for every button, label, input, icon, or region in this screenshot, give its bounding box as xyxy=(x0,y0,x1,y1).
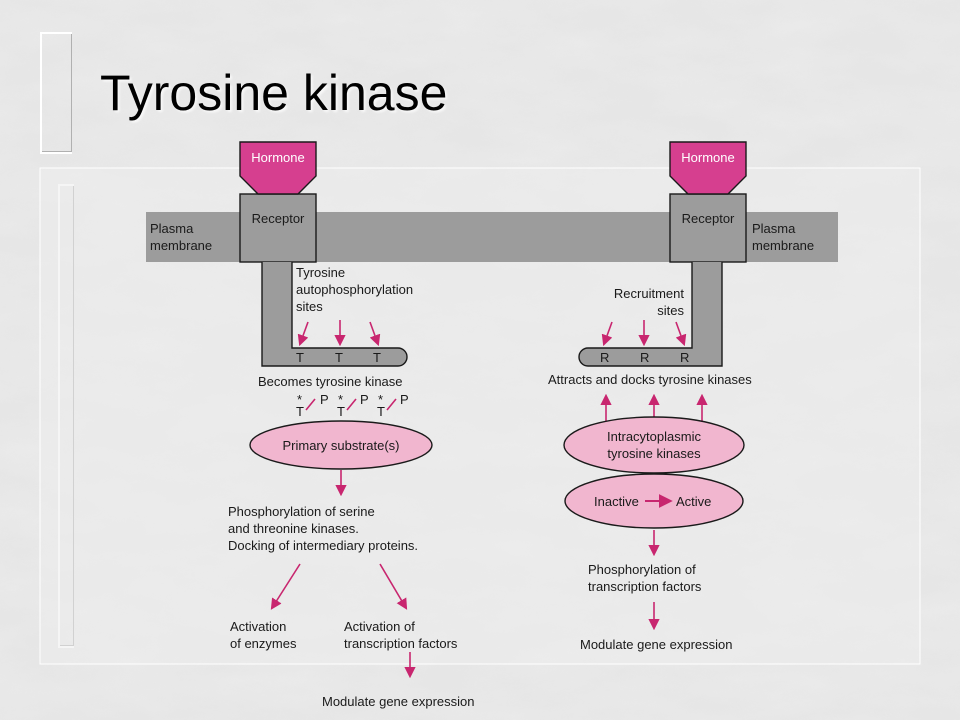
recruit-arrow-1 xyxy=(601,321,613,347)
primary-substrate-label: Primary substrate(s) xyxy=(282,438,399,453)
phospho-star-3: * xyxy=(378,392,383,407)
left-hormone-label: Hormone xyxy=(251,150,304,165)
right-phosphorylation-2: transcription factors xyxy=(588,579,702,594)
enzymes-arrow xyxy=(270,563,301,610)
right-hormone xyxy=(669,141,747,195)
left-membrane-label-1: Plasma xyxy=(150,221,194,236)
sites-label-1: Tyrosine xyxy=(296,265,345,280)
active-label: Active xyxy=(676,494,711,509)
activation-enzymes-2: of enzymes xyxy=(230,636,297,651)
left-phosphorylation-2: and threonine kinases. xyxy=(228,521,359,536)
becomes-tyrosine-kinase-label: Becomes tyrosine kinase xyxy=(258,374,403,389)
left-hormone xyxy=(239,141,317,195)
left-receptor xyxy=(239,193,408,367)
activation-tf-2: transcription factors xyxy=(344,636,458,651)
site-r-1: R xyxy=(600,350,609,365)
left-modulate-label: Modulate gene expression xyxy=(322,694,475,709)
phospho-row: * * * T T T P P P xyxy=(296,392,409,419)
site-arrow-3 xyxy=(369,321,381,347)
right-receptor-label: Receptor xyxy=(682,211,735,226)
sites-label-2: autophosphorylation xyxy=(296,282,413,297)
attracts-label: Attracts and docks tyrosine kinases xyxy=(548,372,752,387)
site-t-3: T xyxy=(373,350,381,365)
slide-title: Tyrosine kinase xyxy=(100,65,448,121)
left-phosphorylation-3: Docking of intermediary proteins. xyxy=(228,538,418,553)
activation-tf-1: Activation of xyxy=(344,619,415,634)
tf-arrow xyxy=(379,563,408,610)
title-bracket xyxy=(40,32,72,154)
phospho-bond-1 xyxy=(305,398,316,411)
site-r-2: R xyxy=(640,350,649,365)
left-phosphorylation-1: Phosphorylation of serine xyxy=(228,504,375,519)
recruit-label-2: sites xyxy=(657,303,684,318)
site-t-1: T xyxy=(296,350,304,365)
intracytoplasmic-ellipse xyxy=(563,416,745,474)
phospho-p-1: P xyxy=(320,392,329,407)
intracyto-label-2: tyrosine kinases xyxy=(607,446,701,461)
right-hormone-label: Hormone xyxy=(681,150,734,165)
phospho-star-2: * xyxy=(338,392,343,407)
right-modulate-label: Modulate gene expression xyxy=(580,637,733,652)
primary-substrate-ellipse xyxy=(249,420,433,470)
phospho-bond-2 xyxy=(346,398,357,411)
phospho-t-2: T xyxy=(337,404,345,419)
phospho-bond-3 xyxy=(386,398,397,411)
site-arrow-1 xyxy=(297,321,309,347)
right-phosphorylation-1: Phosphorylation of xyxy=(588,562,696,577)
phospho-p-2: P xyxy=(360,392,369,407)
phospho-t-1: T xyxy=(296,404,304,419)
phospho-t-3: T xyxy=(377,404,385,419)
left-receptor-label: Receptor xyxy=(252,211,305,226)
inactive-label: Inactive xyxy=(594,494,639,509)
left-membrane-label-2: membrane xyxy=(150,238,212,253)
activation-enzymes-1: Activation xyxy=(230,619,286,634)
right-receptor xyxy=(578,193,747,367)
phospho-p-3: P xyxy=(400,392,409,407)
recruit-arrow-3 xyxy=(675,321,687,347)
right-membrane-label-1: Plasma xyxy=(752,221,796,236)
site-t-2: T xyxy=(335,350,343,365)
intracyto-label-1: Intracytoplasmic xyxy=(607,429,701,444)
right-membrane-label-2: membrane xyxy=(752,238,814,253)
sites-label-3: sites xyxy=(296,299,323,314)
phospho-star-1: * xyxy=(297,392,302,407)
site-r-3: R xyxy=(680,350,689,365)
recruit-label-1: Recruitment xyxy=(614,286,684,301)
